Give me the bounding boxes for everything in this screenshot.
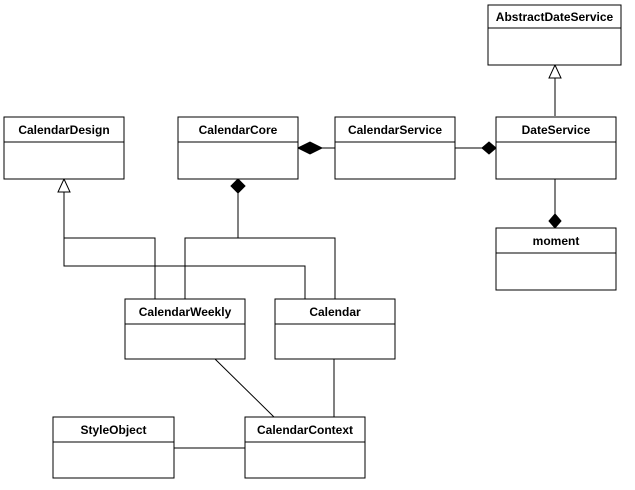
class-calendar-core[interactable]: CalendarCore	[177, 116, 299, 180]
class-moment[interactable]: moment	[495, 227, 617, 291]
class-name: Calendar	[309, 305, 361, 319]
class-name: AbstractDateService	[496, 10, 614, 24]
edge-calendarservice-calendarcore	[296, 141, 335, 155]
edge-calendarweekly-calendarcontext	[214, 358, 276, 419]
edge-dateservice-calendarservice	[455, 141, 497, 155]
composition-diamond	[481, 141, 497, 155]
class-name: CalendarService	[348, 123, 442, 137]
edge-calendarweekly-calendarcore	[184, 193, 239, 300]
edge-calendar-calendarcore	[238, 237, 336, 300]
class-name: CalendarDesign	[18, 123, 109, 137]
class-style-object[interactable]: StyleObject	[52, 416, 175, 479]
edge-calendarweekly-calendardesign	[63, 191, 156, 300]
class-name: moment	[533, 234, 580, 248]
class-calendar-design[interactable]: CalendarDesign	[3, 116, 125, 180]
class-calendar-context[interactable]: CalendarContext	[244, 416, 366, 479]
class-name: CalendarCore	[199, 123, 278, 137]
class-date-service[interactable]: DateService	[495, 116, 617, 180]
edge-calendar-calendardesign	[63, 238, 306, 300]
class-name: CalendarWeekly	[139, 305, 232, 319]
composition-diamond	[296, 141, 324, 155]
edge-moment-dateservice	[548, 179, 562, 229]
composition-diamond	[548, 213, 562, 229]
class-name: DateService	[522, 123, 591, 137]
inheritance-arrowhead	[57, 177, 71, 193]
class-abstract-date-service[interactable]: AbstractDateService	[487, 4, 622, 66]
class-name: StyleObject	[80, 423, 146, 437]
class-calendar-service[interactable]: CalendarService	[334, 116, 456, 180]
inheritance-arrowhead	[548, 63, 562, 79]
class-calendar[interactable]: Calendar	[274, 298, 396, 360]
class-name: CalendarContext	[257, 423, 353, 437]
composition-diamond	[230, 178, 246, 194]
class-calendar-weekly[interactable]: CalendarWeekly	[124, 298, 246, 360]
edge-dateservice-abstractdateservice	[548, 63, 562, 116]
